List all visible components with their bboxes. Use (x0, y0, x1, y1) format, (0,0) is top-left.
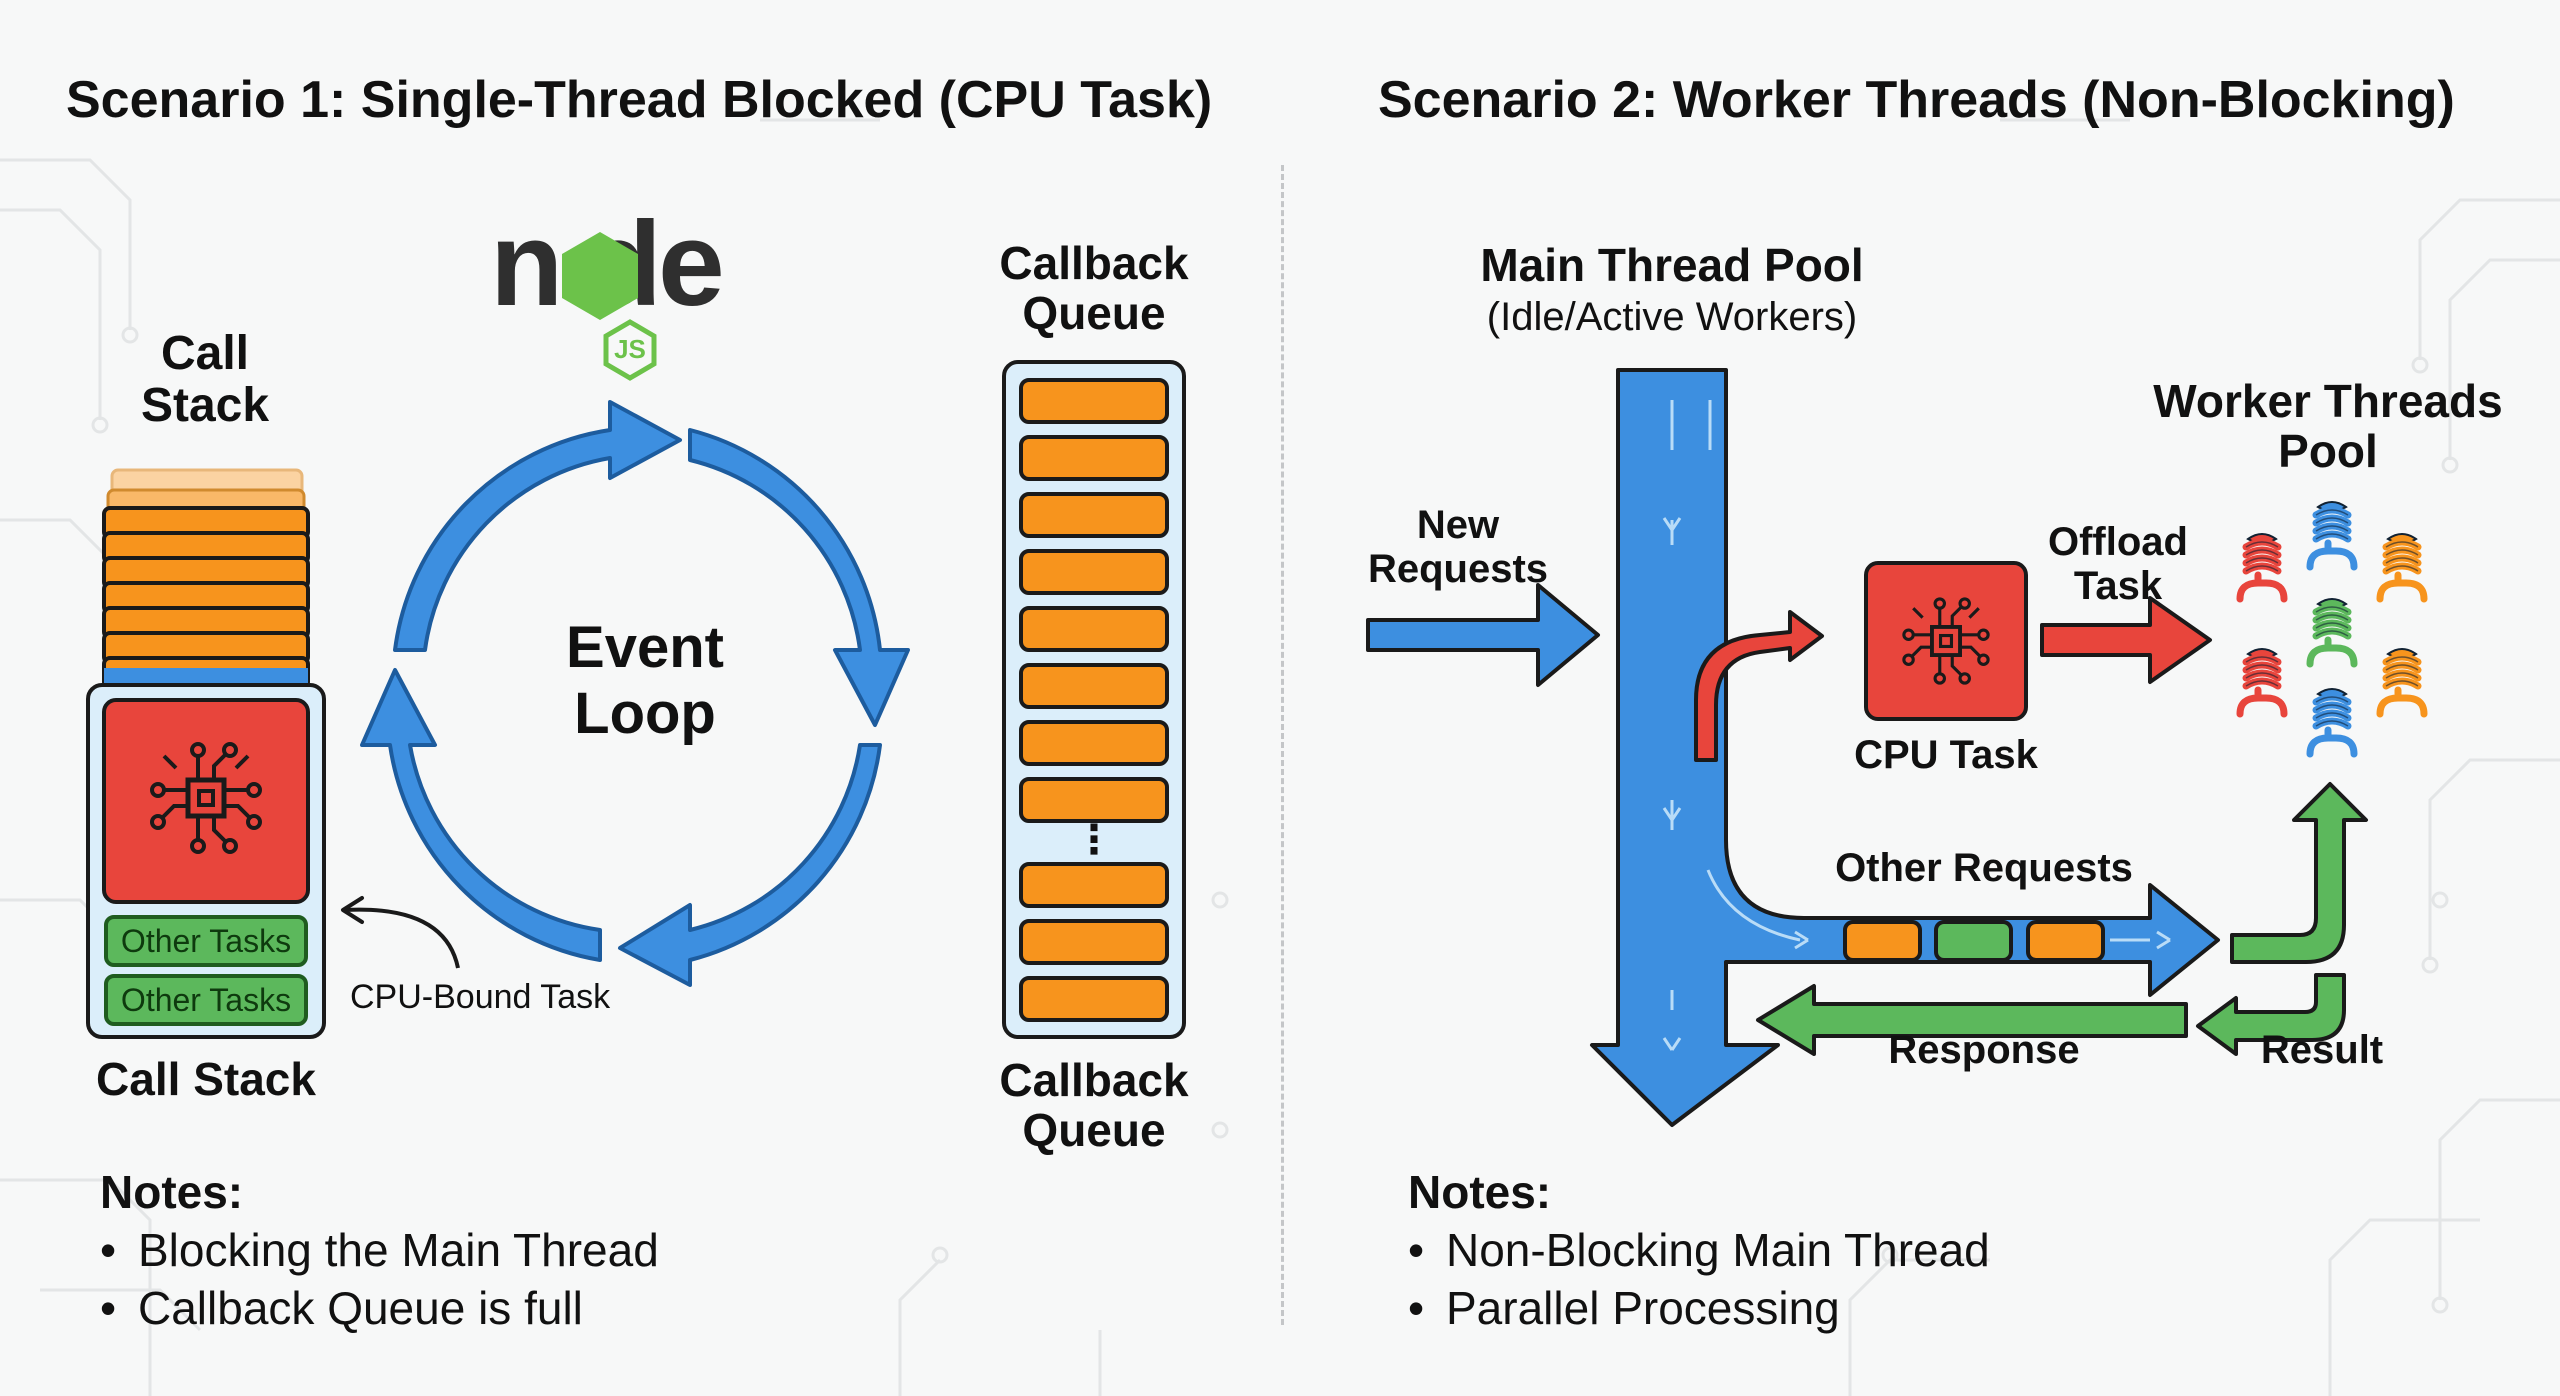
cpu-bound-pointer-arrow (344, 907, 460, 969)
result-arrow (2196, 973, 2346, 1056)
worker-spring-icon (2380, 649, 2424, 714)
scenario-1-note-1: Blocking the Main Thread (100, 1223, 659, 1277)
other-requests-label: Other Requests (1835, 846, 2133, 890)
worker-threads-pool-label: Worker Threads Pool (2153, 375, 2503, 477)
worker-threads-pool-icons (2240, 502, 2424, 754)
scenario-divider (1281, 165, 1284, 1325)
new-requests-arrow (1366, 583, 1600, 687)
response-arrow (1756, 984, 2188, 1056)
event-loop-ring (360, 400, 910, 987)
svg-text:JS: JS (614, 334, 646, 364)
event-loop-label: Event Loop (566, 615, 724, 746)
other-task-1: Other Tasks (104, 915, 308, 967)
loop-arrow-3 (360, 668, 602, 962)
main-thread-pool-sublabel: (Idle/Active Workers) (1486, 295, 1858, 339)
scenario-2-note-1: Non-Blocking Main Thread (1408, 1223, 1990, 1277)
other-task-2: Other Tasks (104, 974, 308, 1026)
cpu-task-box (1864, 561, 2028, 721)
loop-arrow-4 (393, 400, 682, 652)
nodejs-logo: n de JS (490, 197, 725, 381)
worker-spring-icon (2310, 689, 2354, 754)
scenario-2-note-2: Parallel Processing (1408, 1281, 1840, 1335)
to-workers-arrow (2230, 782, 2368, 964)
scenario-1-note-2: Callback Queue is full (100, 1281, 583, 1335)
worker-spring-icon (2240, 649, 2284, 714)
to-cpu-task-arrow (1694, 610, 1824, 762)
scenario-1-notes-title: Notes: (100, 1166, 244, 1218)
main-thread-pool-label: Main Thread Pool (1480, 239, 1864, 291)
worker-spring-icon (2310, 502, 2354, 567)
worker-spring-icon (2310, 599, 2354, 664)
callback-queue-top-label: Callback Queue (999, 237, 1189, 339)
callback-queue-bottom-label: Callback Queue (999, 1054, 1189, 1156)
call-stack-bottom-label: Call Stack (96, 1053, 316, 1105)
callback-queue-graphic (1002, 360, 1186, 1039)
loop-arrow-2 (618, 743, 882, 987)
offload-task-label: Offload Task (2048, 520, 2188, 608)
response-label: Response (1888, 1028, 2080, 1072)
new-requests-label: New Requests (1367, 503, 1549, 591)
result-label: Result (2260, 1028, 2384, 1072)
call-stack-top-label: Call Stack (140, 327, 270, 432)
cpu-bound-task-label: CPU-Bound Task (350, 978, 611, 1016)
loop-arrow-1 (688, 428, 910, 727)
queue-ellipsis: ⋮ (1074, 818, 1114, 862)
worker-spring-icon (2380, 534, 2424, 599)
scenario-2-title: Scenario 2: Worker Threads (Non-Blocking… (1378, 71, 2455, 129)
scenario-2-notes-title: Notes: (1408, 1166, 1552, 1218)
offload-task-arrow (2040, 596, 2212, 684)
worker-spring-icon (2240, 534, 2284, 599)
scenario-1-title: Scenario 1: Single-Thread Blocked (CPU T… (66, 71, 1213, 129)
cpu-task-label: CPU Task (1854, 733, 2038, 777)
